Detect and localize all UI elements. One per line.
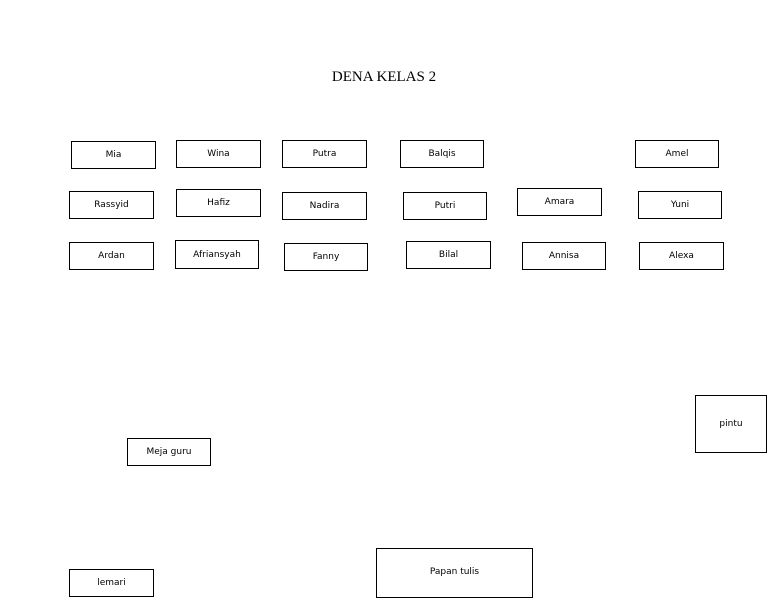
seat-hafiz: Hafiz bbox=[176, 189, 261, 217]
seat-amel: Amel bbox=[635, 140, 719, 168]
seat-nadira: Nadira bbox=[282, 192, 367, 220]
seat-fanny: Fanny bbox=[284, 243, 368, 271]
teacher-desk: Meja guru bbox=[127, 438, 211, 466]
cupboard: lemari bbox=[69, 569, 154, 597]
door: pintu bbox=[695, 395, 767, 453]
seat-bilal: Bilal bbox=[406, 241, 491, 269]
whiteboard: Papan tulis bbox=[376, 548, 533, 598]
seat-balqis: Balqis bbox=[400, 140, 484, 168]
seat-afriansyah: Afriansyah bbox=[175, 240, 259, 269]
seat-alexa: Alexa bbox=[639, 242, 724, 270]
seat-annisa: Annisa bbox=[522, 242, 606, 270]
seat-yuni: Yuni bbox=[638, 191, 722, 219]
seat-putri: Putri bbox=[403, 192, 487, 220]
seat-mia: Mia bbox=[71, 141, 156, 169]
seat-rassyid: Rassyid bbox=[69, 191, 154, 219]
seat-amara: Amara bbox=[517, 188, 602, 216]
seat-wina: Wina bbox=[176, 140, 261, 168]
seat-ardan: Ardan bbox=[69, 242, 154, 270]
diagram-title: DENA KELAS 2 bbox=[331, 69, 437, 85]
seat-putra: Putra bbox=[282, 140, 367, 168]
